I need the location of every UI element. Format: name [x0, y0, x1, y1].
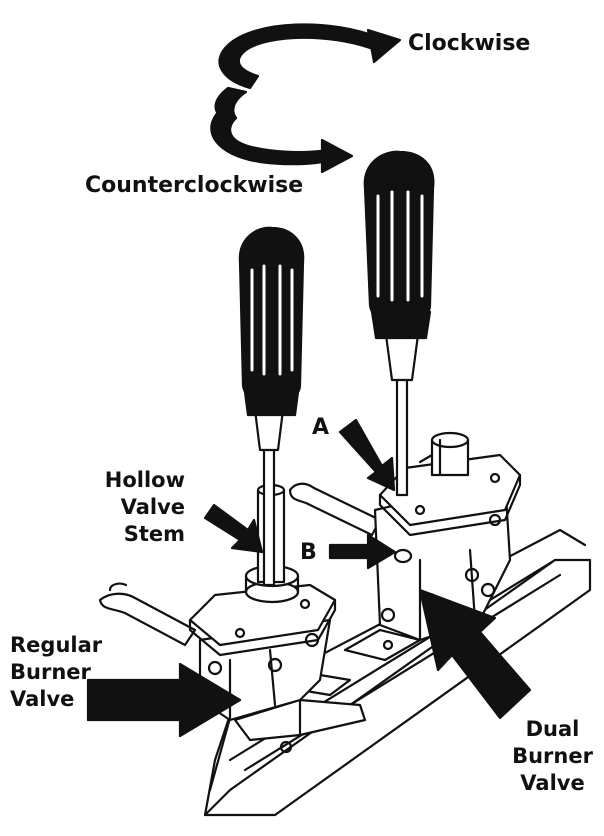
dual-burner-valve-line-1: Dual: [525, 717, 580, 741]
regular-burner-valve: [98, 483, 337, 722]
arrow-dual-valve-icon: [418, 588, 532, 720]
dual-burner-valve-line-2: Burner: [512, 744, 593, 768]
clockwise-arrowhead-icon: [366, 28, 402, 64]
clockwise-label: Clockwise: [408, 31, 531, 56]
hollow-valve-stem-line-1: Hollow: [104, 468, 185, 492]
right-screwdriver-icon: [363, 150, 435, 497]
label-a: A: [312, 415, 330, 440]
regular-burner-valve-line-3: Valve: [10, 687, 75, 711]
rotation-arrows-icon: [210, 23, 402, 174]
arrow-hollow-stem-icon: [203, 503, 264, 554]
arrow-b-icon: [328, 533, 397, 570]
regular-burner-valve-line-2: Burner: [10, 660, 91, 684]
left-screwdriver-icon: [238, 226, 305, 587]
arrow-regular-valve-icon: [86, 662, 242, 738]
dual-burner-valve-label: Dual Burner Valve: [505, 716, 600, 797]
label-b: B: [300, 540, 317, 565]
hollow-valve-stem-line-2: Valve: [120, 495, 185, 519]
hollow-valve-stem-label: Hollow Valve Stem: [70, 467, 185, 548]
arrow-a-icon: [338, 418, 396, 492]
counterclockwise-label: Counterclockwise: [85, 173, 304, 198]
regular-burner-valve-line-1: Regular: [10, 633, 103, 657]
dual-burner-valve: [288, 431, 522, 642]
regular-burner-valve-label: Regular Burner Valve: [10, 632, 102, 713]
dual-burner-valve-line-3: Valve: [520, 771, 585, 795]
counterclockwise-arrowhead-icon: [320, 138, 354, 174]
hollow-valve-stem-line-3: Stem: [123, 522, 185, 546]
